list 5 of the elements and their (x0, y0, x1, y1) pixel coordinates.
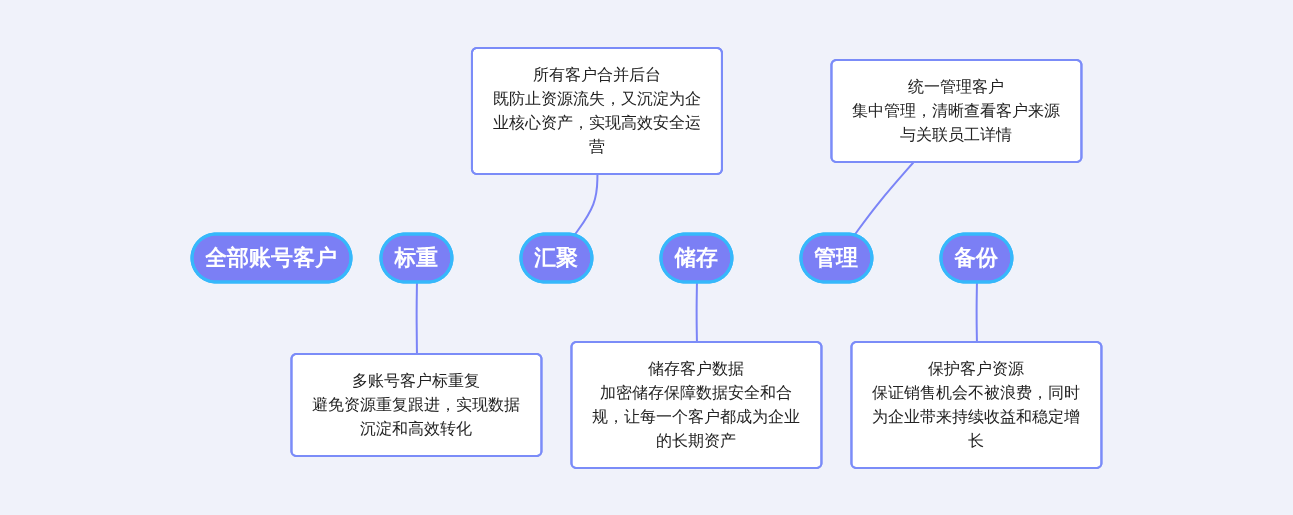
connector (573, 173, 599, 236)
connector (415, 281, 418, 355)
connector (853, 161, 915, 236)
connector (695, 281, 698, 343)
connector (975, 281, 978, 343)
